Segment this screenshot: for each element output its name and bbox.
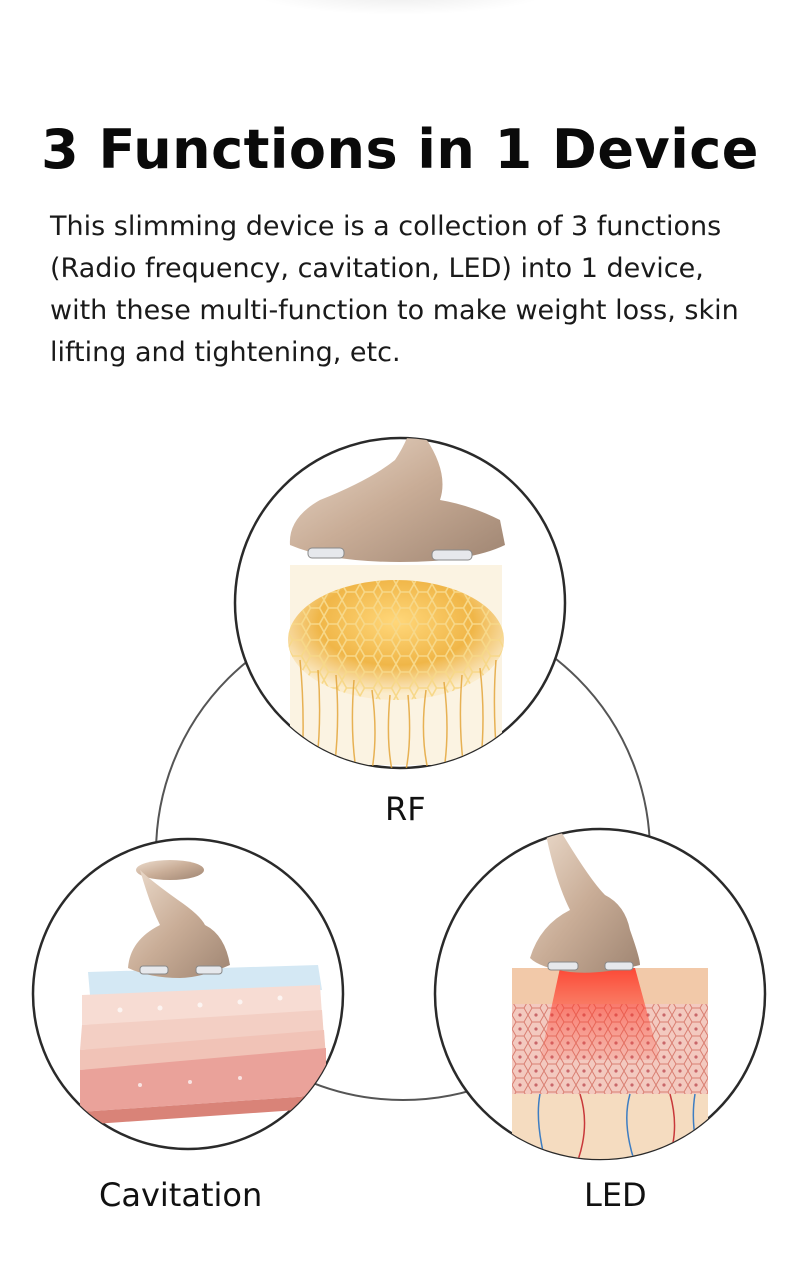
rf-label: RF xyxy=(385,790,426,828)
cavitation-label: Cavitation xyxy=(99,1176,263,1214)
page-title: 3 Functions in 1 Device xyxy=(41,118,759,181)
rf-circle xyxy=(233,436,567,770)
led-circle xyxy=(433,827,767,1161)
description: This slimming device is a collection of … xyxy=(50,211,739,368)
functions-diagram xyxy=(31,436,767,1161)
top-shadow xyxy=(250,0,550,15)
led-label: LED xyxy=(584,1176,647,1214)
cavitation-circle xyxy=(31,837,345,1151)
